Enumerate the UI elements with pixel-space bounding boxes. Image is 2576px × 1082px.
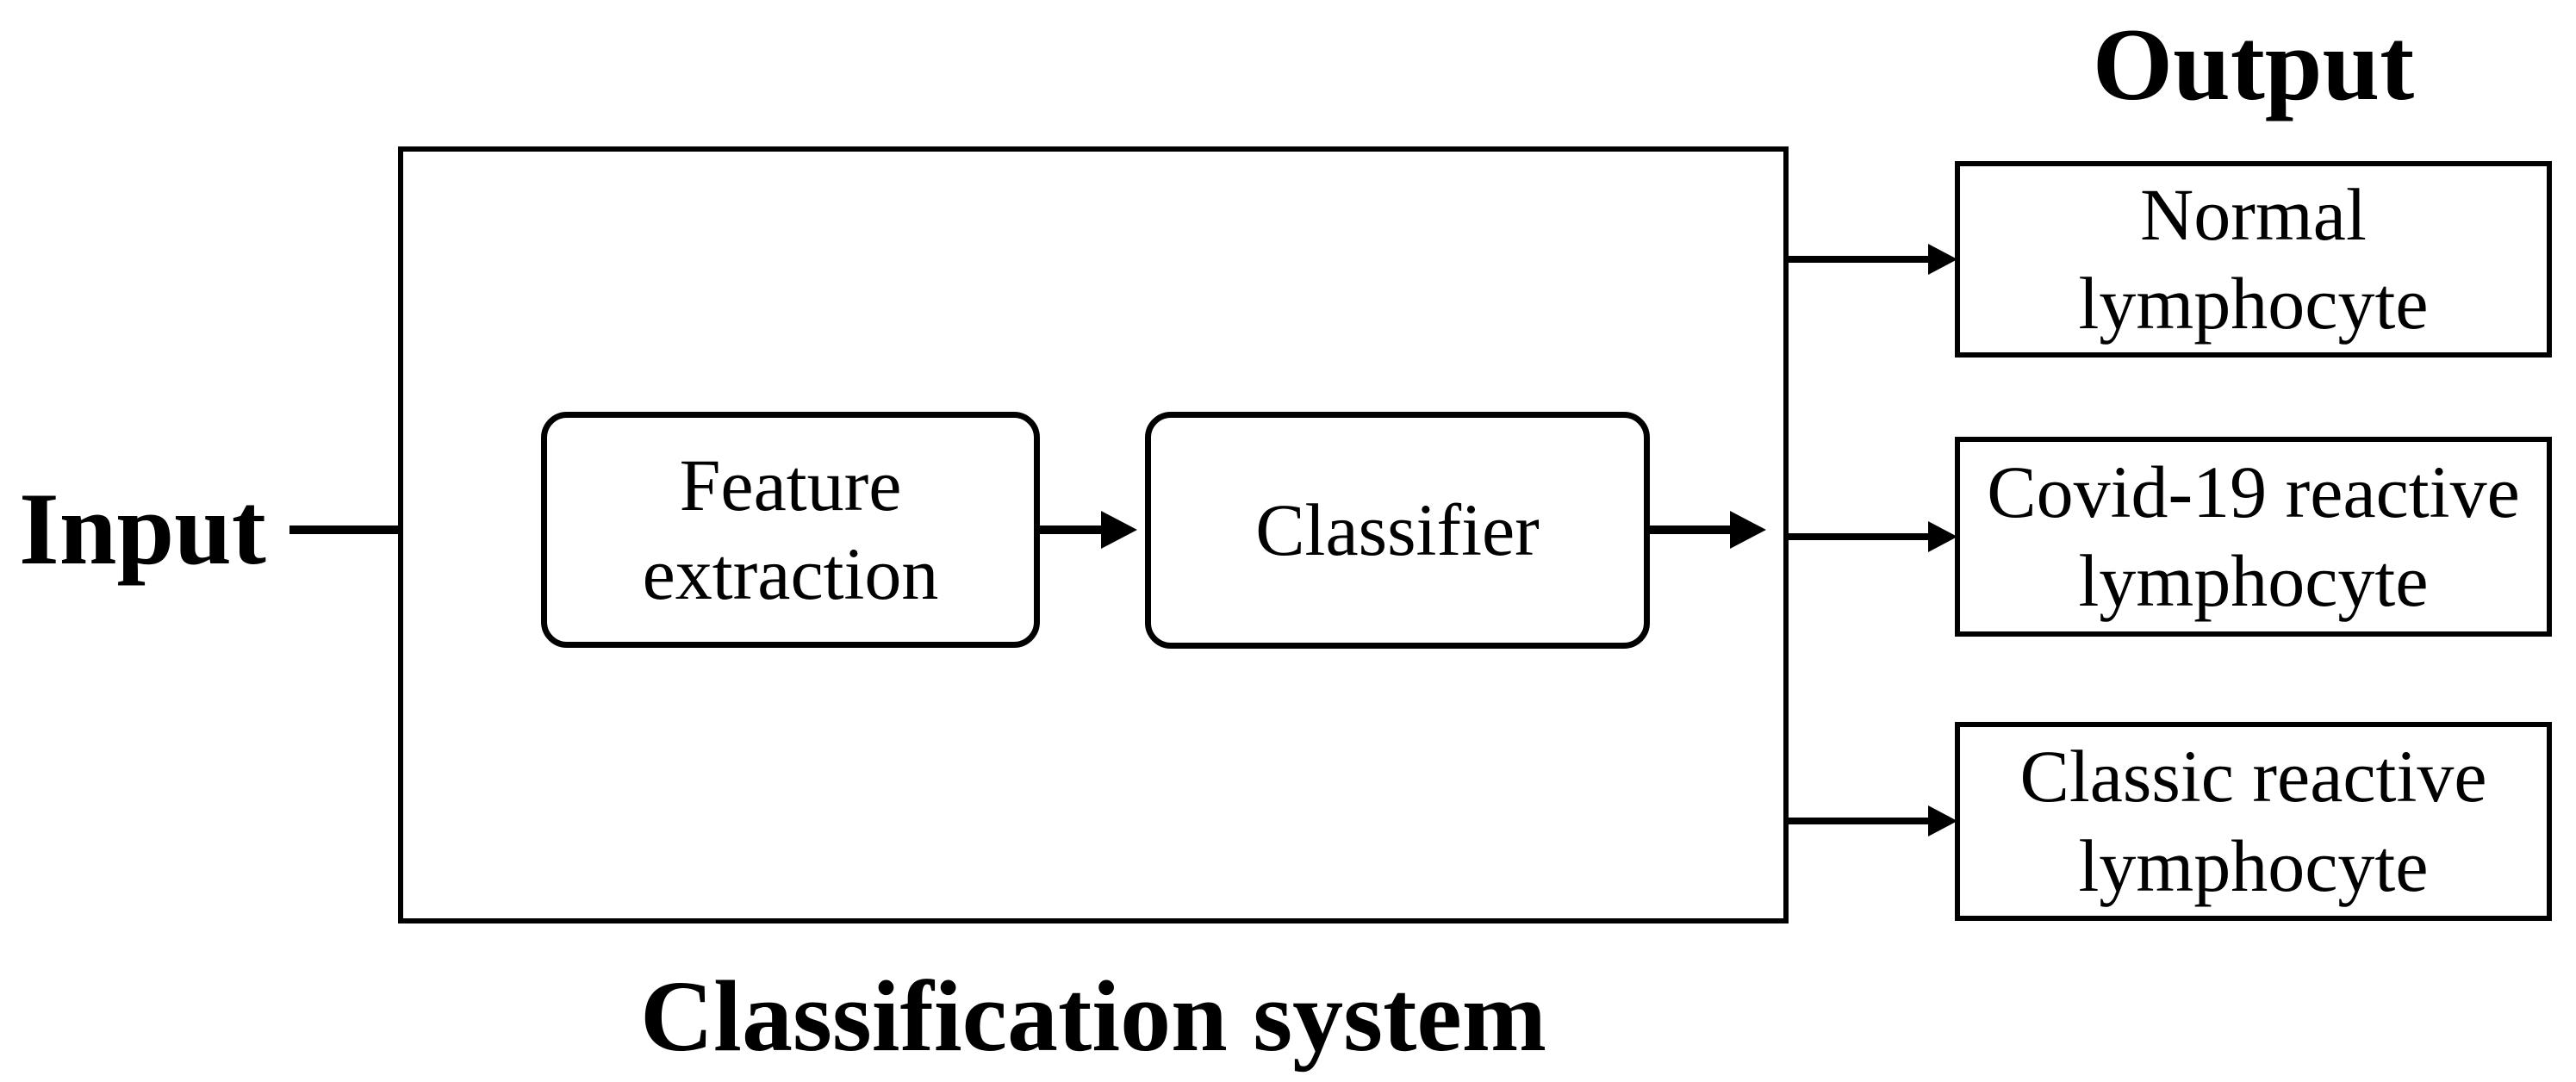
arrow-head — [1730, 511, 1766, 549]
output-label-classic-reactive-lymphocyte: Classic reactive lymphocyte — [2019, 735, 2487, 907]
arrow-head — [1928, 244, 1957, 275]
classifier-box: Classifier — [1145, 412, 1650, 649]
output-box-covid19-reactive-lymphocyte: Covid-19 reactive lymphocyte — [1955, 437, 2552, 637]
output-arrow-covid — [1789, 521, 1957, 552]
classifier-label: Classifier — [1255, 488, 1540, 571]
classification-system-label: Classification system — [639, 960, 1547, 1073]
input-label: Input — [19, 471, 266, 586]
classifier-output-arrow — [1650, 511, 1766, 549]
output-arrow-classic — [1789, 805, 1957, 836]
feature-extraction-box: Feature extraction — [541, 412, 1040, 648]
feature-to-classifier-arrow — [1040, 511, 1137, 549]
output-box-classic-reactive-lymphocyte: Classic reactive lymphocyte — [1955, 722, 2552, 921]
arrow-head — [1101, 511, 1137, 549]
output-title: Output — [2092, 7, 2415, 121]
arrow-head — [1928, 805, 1957, 836]
feature-extraction-label: Feature extraction — [642, 443, 939, 615]
output-label-normal-lymphocyte: Normal lymphocyte — [2078, 172, 2429, 345]
output-arrow-normal — [1789, 244, 1957, 275]
output-box-normal-lymphocyte: Normal lymphocyte — [1955, 161, 2552, 358]
output-label-covid19-reactive-lymphocyte: Covid-19 reactive lymphocyte — [1987, 450, 2520, 622]
arrow-head — [1928, 521, 1957, 552]
